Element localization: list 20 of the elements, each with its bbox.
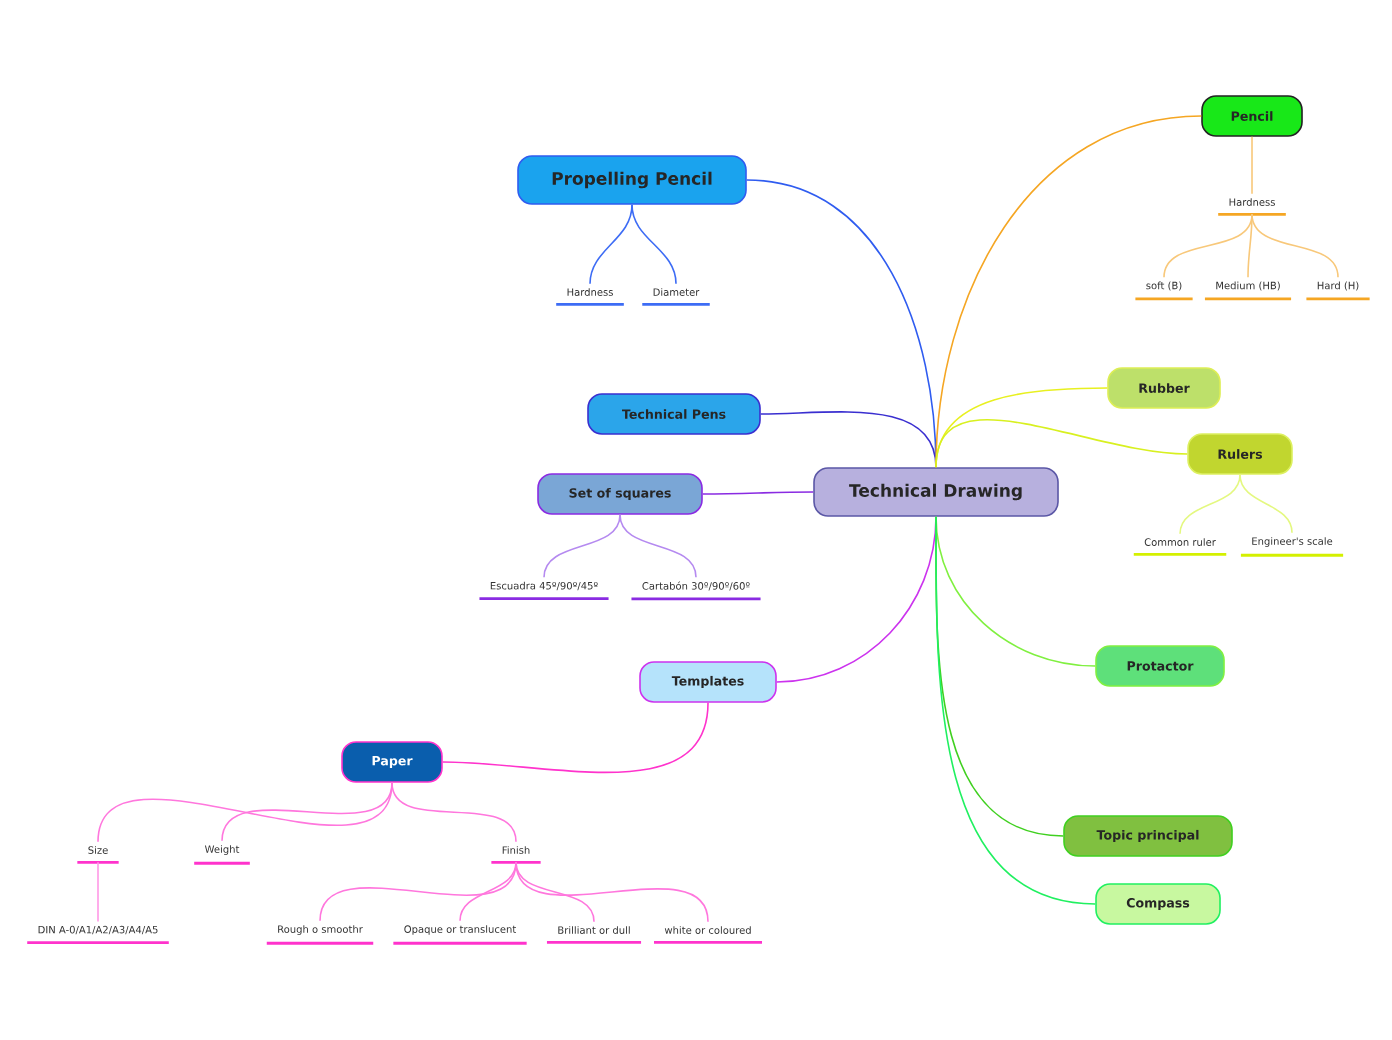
topic-box: Propelling Pencil: [517, 155, 747, 205]
connector-line: [515, 861, 709, 923]
connector-line: [221, 782, 393, 842]
connector-line: [935, 419, 1188, 468]
connector-line: [589, 204, 633, 285]
connector-line: [631, 204, 677, 285]
connector-line: [1251, 136, 1253, 195]
connector-line: [1179, 474, 1241, 535]
connector-line: [702, 491, 814, 495]
connector-line: [391, 782, 517, 843]
connector-line: [97, 861, 99, 923]
connector-line: [935, 516, 1096, 905]
connector-line: [543, 514, 621, 579]
topic-box: Technical Drawing: [813, 467, 1059, 517]
connector-line: [1247, 213, 1253, 278]
connector-line: [1239, 474, 1293, 534]
connector-line: [1251, 213, 1339, 278]
connector-line: [442, 702, 709, 774]
connector-line: [619, 514, 697, 578]
connector-line: [459, 861, 517, 922]
